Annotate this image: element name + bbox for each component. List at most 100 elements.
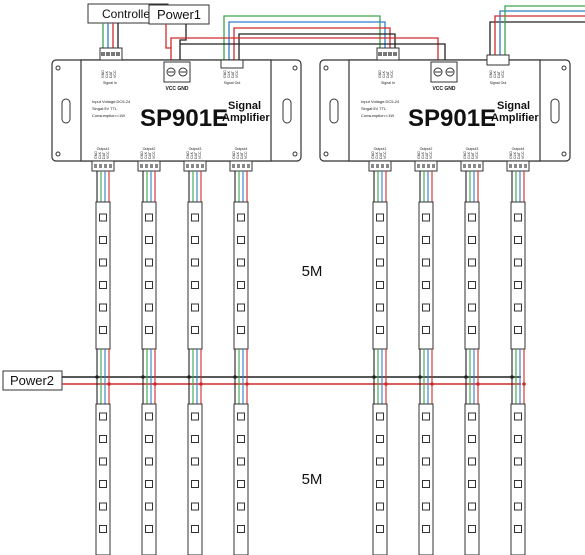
led-chip: [237, 258, 245, 267]
svg-text:CLK: CLK: [382, 70, 386, 78]
solder-joint: [107, 382, 111, 386]
screw-icon: [292, 151, 298, 157]
led-chip: [99, 480, 107, 488]
led-chip: [191, 480, 199, 488]
led-chip: [468, 435, 476, 443]
led-chip: [145, 213, 153, 222]
signal-out-label: Signal Out: [224, 81, 241, 85]
led-chip: [422, 281, 430, 289]
output-pin-label: CLK: [190, 151, 194, 159]
led-chip: [514, 281, 522, 289]
led-chip: [191, 502, 199, 511]
led-chip: [422, 303, 430, 312]
led-chip: [376, 281, 384, 289]
power1-wire-red: [165, 24, 172, 60]
title-signal: Signal: [497, 100, 530, 112]
solder-joint: [141, 375, 145, 379]
output-pin-label: VCC: [152, 151, 156, 159]
led-chip: [237, 236, 245, 244]
mount-hole-right: [282, 98, 292, 124]
led-chip: [468, 525, 476, 533]
power1-label-box: Power1: [148, 4, 210, 25]
svg-text:Output2: Output2: [143, 147, 156, 151]
led-chip: [468, 326, 476, 334]
svg-text:CLK: CLK: [493, 70, 497, 78]
led-chip: [191, 412, 199, 421]
solder-joint: [510, 375, 514, 379]
led-chip: [422, 457, 430, 466]
top-wires: [102, 5, 585, 60]
led-chip: [514, 236, 522, 244]
screw-icon: [561, 151, 567, 157]
led-chip: [99, 281, 107, 289]
screw-icon: [55, 151, 61, 157]
output-pin-label: GND: [371, 151, 375, 159]
output-connector: [414, 160, 438, 172]
led-strip-column: [229, 160, 253, 555]
output-pin-label: VCC: [475, 151, 479, 159]
led-chip: [237, 303, 245, 312]
screw-icon: [292, 65, 298, 71]
led-chip: [237, 480, 245, 488]
solder-joint: [372, 375, 376, 379]
led-chip: [468, 412, 476, 421]
power2-label-box: Power2: [2, 370, 63, 391]
output-connector: [229, 160, 253, 172]
led-chip: [191, 457, 199, 466]
led-chip: [191, 281, 199, 289]
led-chip: [422, 412, 430, 421]
amplifier-2: Signal In GND CLK DAT VCC VCC GND Signal…: [319, 47, 571, 162]
led-chip: [376, 258, 384, 267]
led-chip: [191, 213, 199, 222]
controller-label-box: Controller: [87, 3, 169, 24]
solder-joint: [245, 382, 249, 386]
led-chip: [145, 303, 153, 312]
output-pin-label: DAT: [102, 151, 106, 159]
led-chip: [99, 326, 107, 334]
output-pin-label: DAT: [148, 151, 152, 159]
svg-text:VCC: VCC: [113, 70, 117, 78]
svg-text:Output3: Output3: [189, 147, 202, 151]
solder-joint: [153, 382, 157, 386]
spec-voltage: Input Voltage:DC5-24: [361, 99, 400, 104]
output-connector: [460, 160, 484, 172]
led-chip: [514, 326, 522, 334]
output-pin-label: VCC: [521, 151, 525, 159]
solder-joint: [384, 382, 388, 386]
led-chip: [191, 525, 199, 533]
led-chip: [422, 258, 430, 267]
signal-out-connector: [486, 54, 510, 66]
solder-joint: [522, 382, 526, 386]
power-terminal: [163, 61, 191, 83]
solder-joint: [187, 375, 191, 379]
svg-text:VCC: VCC: [235, 70, 239, 78]
led-strip-column: [414, 160, 438, 555]
model-name: SP901E: [408, 105, 496, 132]
title-signal: Signal: [228, 100, 261, 112]
led-chip: [191, 236, 199, 244]
output-connector: [137, 160, 161, 172]
led-chip: [145, 457, 153, 466]
spec-consumption: Consumption:<1W: [92, 113, 125, 118]
led-chip: [514, 303, 522, 312]
led-chip: [514, 502, 522, 511]
led-chip: [99, 213, 107, 222]
led-chip: [422, 236, 430, 244]
led-chip: [237, 412, 245, 421]
power-terminal-label: VCC GND: [165, 86, 188, 92]
svg-text:Output3: Output3: [466, 147, 479, 151]
output-pin-label: GND: [417, 151, 421, 159]
output-pin-label: CLK: [513, 151, 517, 159]
solder-joint: [430, 382, 434, 386]
svg-text:VCC: VCC: [501, 70, 505, 78]
output-labels: Output1 Output2 Output3 Output4: [97, 147, 248, 151]
out-wire-green: [504, 5, 585, 55]
svg-text:CLK: CLK: [227, 70, 231, 78]
svg-text:VCC: VCC: [390, 70, 394, 78]
power-terminal: [430, 61, 458, 83]
output-pin-label: CLK: [98, 151, 102, 159]
led-chip: [145, 412, 153, 421]
led-chip: [422, 480, 430, 488]
power1-wire-black: [179, 24, 187, 60]
led-chip: [145, 525, 153, 533]
